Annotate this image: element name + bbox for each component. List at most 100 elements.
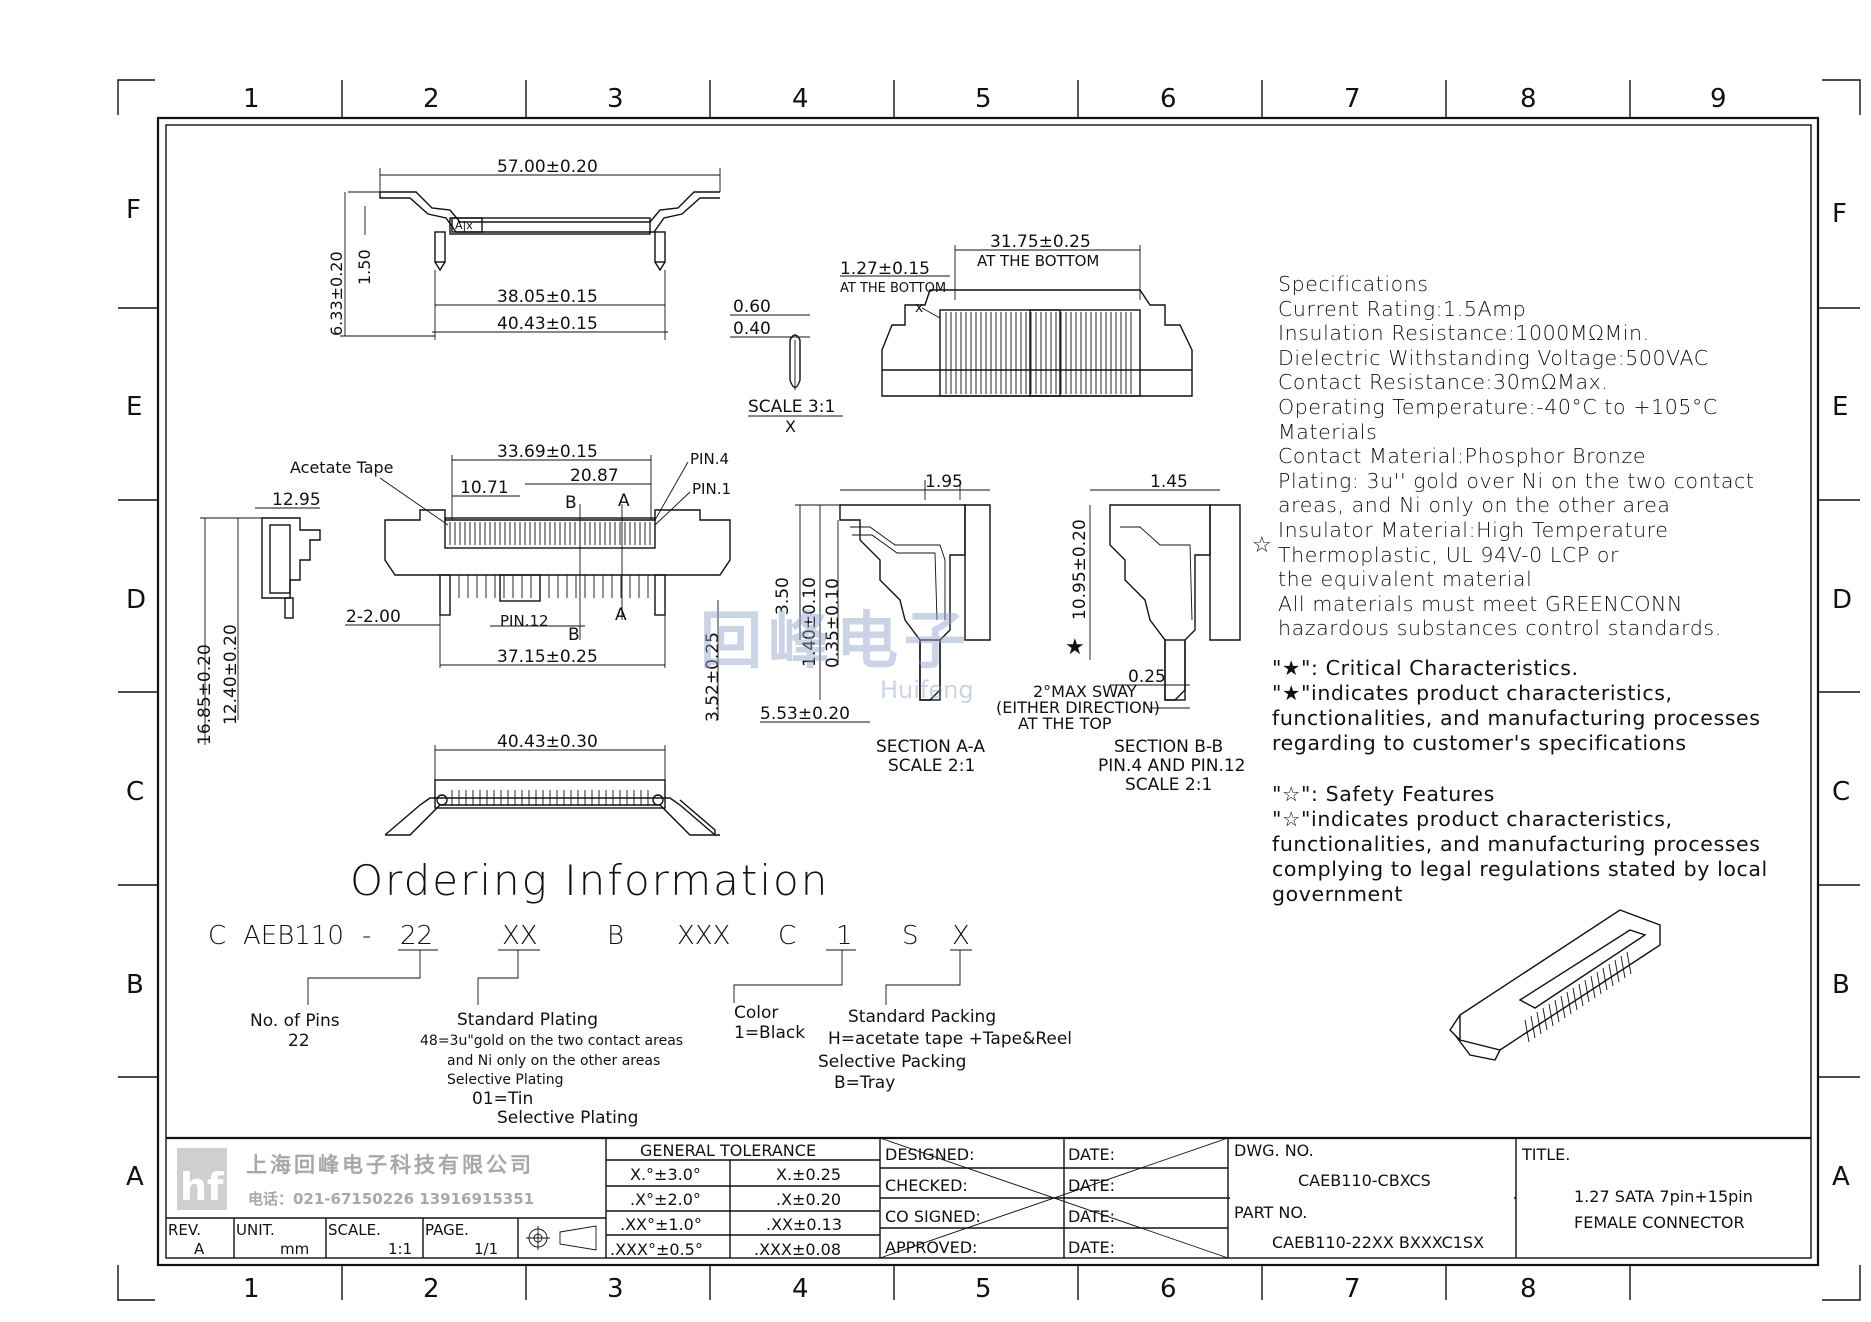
pin-stroke	[1596, 971, 1602, 995]
note-line: "☆": Safety Features	[1272, 782, 1495, 806]
row-label: F	[1832, 199, 1847, 229]
tol-ang-3: .XXX°±0.5°	[610, 1240, 703, 1259]
ordering-title: Ordering Information	[350, 856, 829, 905]
part-number: CAEB110-22XX BXXXC1SX	[1272, 1233, 1484, 1252]
pin-stroke	[1524, 1019, 1530, 1043]
spec-line: Dielectric Withstanding Voltage:500VAC	[1278, 345, 1709, 370]
specifications: Specifications Current Rating:1.5Amp Ins…	[1278, 272, 1818, 641]
pin-stroke	[1536, 1011, 1542, 1035]
bottom-view: 40.43±0.30	[384, 732, 720, 837]
tol-lin-3: .XXX±0.08	[754, 1240, 841, 1259]
spec-line: All materials must meet GREENCONN	[1278, 591, 1683, 616]
scale-31: SCALE 3:1	[748, 397, 835, 417]
pin-stroke	[1590, 975, 1596, 999]
col-label: 8	[1520, 84, 1537, 114]
date-label-4: DATE:	[1068, 1238, 1115, 1257]
tol-ang-2: .XX°±1.0°	[620, 1215, 702, 1234]
spec-line: areas, and Ni only on the other area	[1278, 493, 1671, 518]
dim-633: 6.33±0.20	[327, 251, 346, 336]
dim-2087: 20.87	[570, 466, 619, 486]
note-line: government	[1272, 882, 1403, 906]
x-mark: x	[915, 300, 923, 316]
col-label: 9	[1710, 84, 1727, 114]
pin-stroke	[1602, 967, 1608, 991]
col-label: 3	[607, 84, 624, 114]
characteristic-notes: "★": Critical Characteristics. "★"indica…	[1272, 656, 1832, 907]
label-a-top: A	[618, 491, 630, 511]
pin-stroke	[1578, 983, 1584, 1007]
pins-value: 22	[288, 1031, 310, 1051]
sec-bb-pins: PIN.4 AND PIN.12	[1098, 756, 1245, 776]
side-view: 12.95 16.85±0.20 12.40±0.20	[195, 490, 321, 745]
col-label: 6	[1160, 1274, 1177, 1304]
spec-line: Insulation Resistance:1000MΩMin.	[1278, 321, 1650, 346]
page-value: 1/1	[474, 1240, 498, 1258]
color-label: Color	[734, 1003, 778, 1023]
label-pin12: PIN.12	[500, 612, 549, 630]
dim-145: 1.45	[1150, 472, 1188, 492]
unit-value: mm	[280, 1240, 309, 1258]
sway-3: AT THE TOP	[1018, 714, 1112, 733]
spec-line: Specifications	[1278, 272, 1429, 296]
code-s: S	[902, 921, 919, 951]
spec-line: Current Rating:1.5Amp	[1278, 296, 1527, 321]
markers: ★ ☆	[1065, 533, 1272, 660]
spec-line: Plating: 3u'' gold over Ni on the two co…	[1278, 468, 1755, 493]
pin-stroke	[1566, 991, 1572, 1015]
bottom-pin-row	[451, 790, 649, 806]
date-label-2: DATE:	[1068, 1176, 1115, 1195]
at-bottom: AT THE BOTTOM	[977, 252, 1099, 270]
row-label: D	[126, 585, 146, 615]
pin-stroke	[1560, 995, 1566, 1019]
spec-line: Thermoplastic, UL 94V-0 LCP or	[1278, 542, 1620, 567]
tol-title: GENERAL TOLERANCE	[640, 1141, 816, 1160]
dim-350: 3.50	[773, 577, 793, 615]
code-color: 1	[836, 921, 853, 951]
outer-frame	[117, 79, 1861, 1301]
note-line: "☆"indicates product characteristics,	[1272, 807, 1673, 831]
plating-selective-2: Selective Plating	[497, 1108, 638, 1128]
label-pin4: PIN.4	[690, 450, 729, 468]
rev-value: A	[194, 1240, 205, 1258]
pin-stroke	[1584, 979, 1590, 1003]
section-aa: 1.95 3.50 1.40±0.10 0.35±0.10 3.52±0.25 …	[703, 472, 991, 776]
row-label: D	[1832, 585, 1852, 615]
tol-lin-1: .X±0.20	[776, 1190, 841, 1209]
dim-553: 5.53±0.20	[760, 704, 850, 724]
spec-line: hazardous substances control standards.	[1278, 616, 1722, 641]
title-line-1: 1.27 SATA 7pin+15pin	[1574, 1187, 1753, 1206]
label-b-bottom: B	[568, 625, 580, 645]
date-label-3: DATE:	[1068, 1207, 1115, 1226]
designed-label: DESIGNED:	[885, 1145, 975, 1164]
row-label: A	[126, 1162, 144, 1192]
title-line-2: FEMALE CONNECTOR	[1574, 1213, 1745, 1232]
spec-line: Contact Resistance:30mΩMax.	[1278, 370, 1609, 395]
pin-stroke	[1608, 963, 1614, 987]
code-c2: C	[778, 921, 796, 951]
row-label: E	[1832, 392, 1848, 422]
row-label: C	[1832, 777, 1850, 807]
pack-selective: Selective Packing	[818, 1052, 966, 1072]
note-line: functionalities, and manufacturing proce…	[1272, 706, 1761, 730]
note-line: regarding to customer's specifications	[1272, 731, 1687, 755]
dim-060: 0.60	[733, 297, 771, 317]
tol-lin-0: X.±0.25	[776, 1165, 841, 1184]
datum-ax: A|x	[455, 219, 473, 232]
note-line: functionalities, and manufacturing proce…	[1272, 832, 1761, 856]
spec-line: Contact Material:Phosphor Bronze	[1278, 444, 1647, 469]
color-value: 1=Black	[734, 1023, 805, 1043]
dwg-label: DWG. NO.	[1234, 1141, 1314, 1160]
code-b: B	[607, 921, 624, 951]
dim-3175: 31.75±0.25	[990, 232, 1091, 252]
contact-hatch	[945, 312, 1132, 394]
plating-tin: 01=Tin	[472, 1089, 533, 1109]
row-label: E	[126, 392, 142, 422]
note-line: complying to legal regulations stated by…	[1272, 857, 1768, 881]
date-label-1: DATE:	[1068, 1145, 1115, 1164]
label-b-top: B	[565, 493, 577, 513]
checked-label: CHECKED:	[885, 1176, 968, 1195]
pin-stroke	[1554, 999, 1560, 1023]
ordering-info: Ordering Information C AEB110 - 22 XX B …	[208, 856, 1072, 1128]
dim-040: 0.40	[733, 319, 771, 339]
